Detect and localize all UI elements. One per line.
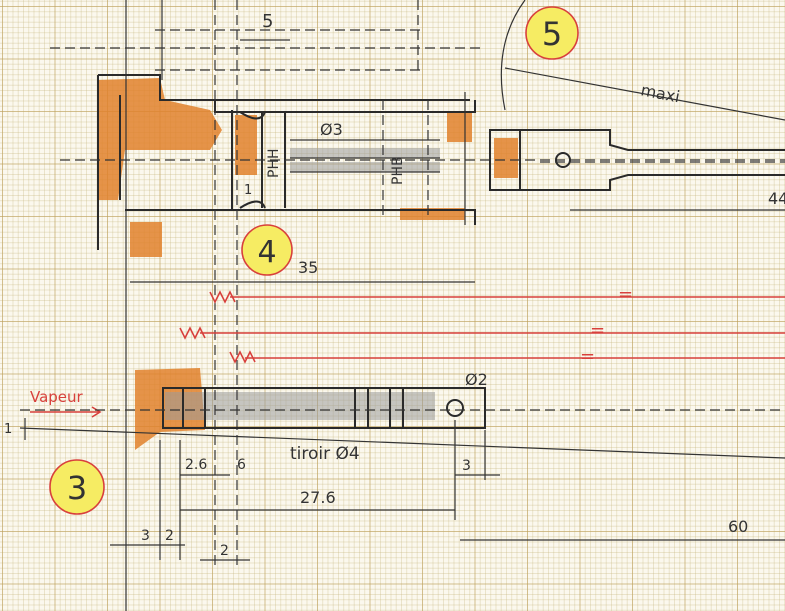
dim-3-right: 3 bbox=[462, 458, 471, 474]
callout-5: 5 bbox=[525, 6, 579, 60]
dim-5: 5 bbox=[262, 11, 273, 32]
diameter-3: Ø3 bbox=[320, 120, 343, 139]
vapeur-label: Vapeur bbox=[30, 388, 84, 406]
callout-4-label: 4 bbox=[257, 235, 276, 270]
dim-27-6: 27.6 bbox=[300, 488, 336, 507]
equal-mark-3: = bbox=[580, 346, 595, 367]
maxi-label: maxi bbox=[639, 80, 681, 106]
callout-3: 3 bbox=[49, 459, 105, 515]
dim-2-lower: 2 bbox=[220, 543, 229, 559]
red-equal-lines bbox=[30, 290, 785, 418]
dim-2-6: 2.6 bbox=[185, 457, 207, 473]
callout-4: 4 bbox=[241, 224, 293, 276]
dim-6: 6 bbox=[237, 457, 246, 473]
dim-35: 35 bbox=[298, 258, 318, 277]
dim-2-bottom: 2 bbox=[165, 528, 174, 544]
dim-1-left: 1 bbox=[4, 422, 12, 437]
equal-mark-1: = bbox=[618, 284, 633, 305]
slide-valve bbox=[19, 387, 785, 561]
grey-shading bbox=[165, 148, 440, 420]
dim-3-bottom: 3 bbox=[141, 528, 150, 544]
callout-3-label: 3 bbox=[67, 469, 87, 507]
dim-44: 44 bbox=[768, 189, 785, 208]
dim-60: 60 bbox=[728, 517, 748, 536]
equal-mark-2: = bbox=[590, 320, 605, 341]
phh-label: PHH bbox=[266, 149, 282, 179]
cylinder-assembly bbox=[50, 0, 785, 611]
tiroir-label: tiroir Ø4 bbox=[290, 444, 360, 464]
callout-5-label: 5 bbox=[542, 15, 562, 53]
phb-label: PHB bbox=[390, 156, 406, 185]
dim-1-top: 1 bbox=[244, 183, 252, 198]
diameter-2: Ø2 bbox=[465, 370, 488, 389]
